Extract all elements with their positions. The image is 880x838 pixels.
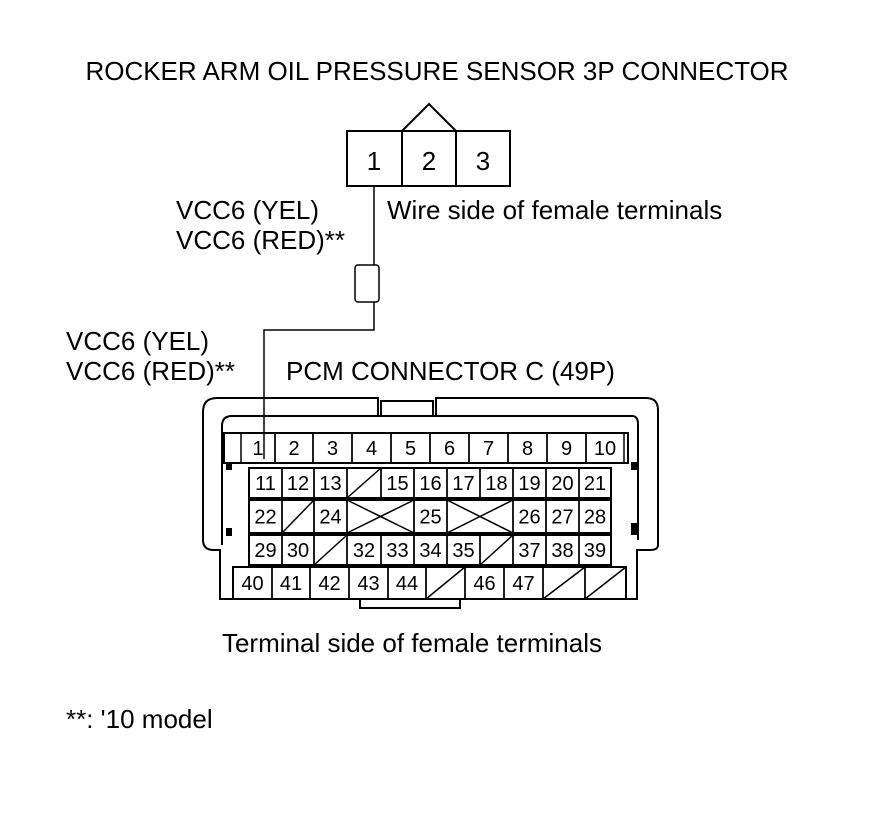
vcc6-wire <box>263 186 380 459</box>
pcm-pin-18: 18 <box>485 473 507 495</box>
unused-cavity-mark <box>313 534 348 566</box>
pcm-pin-4: 4 <box>366 438 377 460</box>
pcm-pin-12: 12 <box>287 473 309 495</box>
pcm-pin-41: 41 <box>280 573 302 595</box>
pcm-pin-cell <box>585 432 625 464</box>
pcm-pin-47: 47 <box>512 573 534 595</box>
pcm-pin-22: 22 <box>254 507 276 529</box>
pcm-pin-25: 25 <box>419 507 441 529</box>
sensor-wire-label-yel: VCC6 (YEL) <box>176 195 319 225</box>
unused-cavity-mark <box>584 566 627 600</box>
pcm-pin-17: 17 <box>452 473 474 495</box>
pcm-pin-cell <box>578 467 612 499</box>
pcm-wire-label-yel: VCC6 (YEL) <box>66 326 209 356</box>
pcm-pin-19: 19 <box>518 473 540 495</box>
sensor-pin-3: 3 <box>476 146 490 176</box>
pcm-pin-39: 39 <box>584 540 606 562</box>
unused-cavity-mark <box>281 499 315 534</box>
footnote: **: '10 model <box>66 704 213 734</box>
pcm-pin-15: 15 <box>386 473 408 495</box>
pcm-pin-10: 10 <box>594 438 616 460</box>
pcm-pin-44: 44 <box>396 573 418 595</box>
pcm-pin-38: 38 <box>551 540 573 562</box>
pcm-pin-35: 35 <box>452 540 474 562</box>
pcm-pin-29: 29 <box>254 540 276 562</box>
pcm-pin-28: 28 <box>584 507 606 529</box>
pcm-pin-20: 20 <box>551 473 573 495</box>
pcm-pin-13: 13 <box>319 473 341 495</box>
pcm-pin-6: 6 <box>444 438 455 460</box>
pcm-wire-label-red: VCC6 (RED)** <box>66 356 235 386</box>
pcm-pin-32: 32 <box>353 540 375 562</box>
pcm-pin-cell <box>584 566 627 600</box>
pcm-pin-30: 30 <box>287 540 309 562</box>
pcm-pin-7: 7 <box>483 438 494 460</box>
pcm-side-label: Terminal side of female terminals <box>222 628 602 658</box>
pcm-pin-26: 26 <box>518 507 540 529</box>
sensor-connector <box>346 102 511 187</box>
pcm-pin-24: 24 <box>319 507 341 529</box>
pcm-pin-2: 2 <box>288 438 299 460</box>
pcm-pin-5: 5 <box>405 438 416 460</box>
unused-cavity-mark <box>425 566 466 600</box>
unused-cavity-mark <box>346 467 382 499</box>
sensor-side-label: Wire side of female terminals <box>387 195 722 225</box>
pcm-pin-46: 46 <box>473 573 495 595</box>
pcm-pin-33: 33 <box>386 540 408 562</box>
pcm-pin-37: 37 <box>518 540 540 562</box>
pcm-pin-11: 11 <box>255 473 276 495</box>
pcm-pin-21: 21 <box>584 473 606 495</box>
pcm-locking-marks <box>226 462 637 536</box>
sensor-connector-title: ROCKER ARM OIL PRESSURE SENSOR 3P CONNEC… <box>85 56 788 86</box>
sensor-pin-1: 1 <box>367 146 381 176</box>
pcm-pin-16: 16 <box>419 473 441 495</box>
pcm-pin-43: 43 <box>357 573 379 595</box>
unused-cavity-mark <box>446 499 514 534</box>
unused-cavity-mark <box>542 566 586 600</box>
pcm-pin-1: 1 <box>252 438 263 460</box>
unused-cavity-mark <box>479 534 514 566</box>
pcm-pin-8: 8 <box>522 438 533 460</box>
pcm-pin-9: 9 <box>561 438 572 460</box>
pcm-pin-34: 34 <box>419 540 441 562</box>
pcm-pin-3: 3 <box>327 438 338 460</box>
pcm-pin-cell <box>578 534 612 566</box>
unused-cavity-mark <box>346 499 415 534</box>
pcm-pin-42: 42 <box>318 573 340 595</box>
pcm-pin-40: 40 <box>241 573 263 595</box>
pcm-pin-cell <box>578 499 612 534</box>
sensor-pin-2: 2 <box>422 146 436 176</box>
sensor-wire-label-red: VCC6 (RED)** <box>176 225 345 255</box>
pcm-pin-27: 27 <box>551 507 573 529</box>
pcm-connector-title: PCM CONNECTOR C (49P) <box>286 356 615 386</box>
